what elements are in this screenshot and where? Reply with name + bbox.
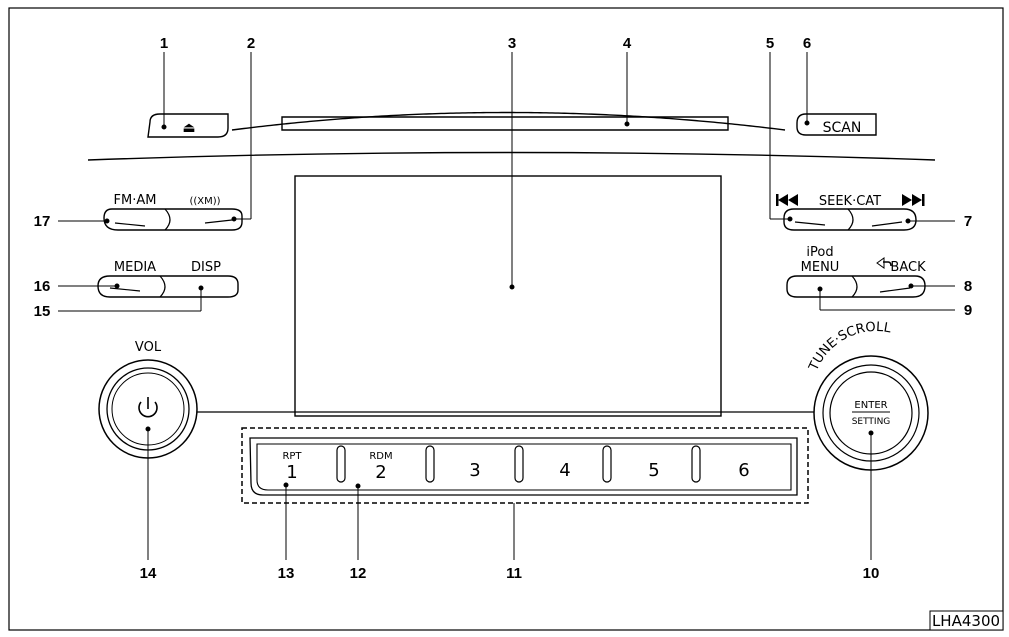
callout-11: 11: [506, 565, 522, 582]
callout-10: 10: [863, 565, 880, 582]
seek-cat-rocker[interactable]: [783, 208, 917, 231]
seek-cat-label: SEEK·CAT: [819, 194, 881, 209]
preset-number: 2: [375, 462, 386, 483]
callout-8: 8: [964, 278, 972, 295]
callout-5: 5: [766, 35, 774, 52]
rocker-divider: [851, 275, 858, 298]
preset-number: 5: [648, 460, 659, 481]
callout-13: 13: [278, 565, 295, 582]
seek-back-icon: [788, 194, 798, 206]
seek-forward-icon: [902, 194, 912, 206]
rocker-groove: [114, 222, 146, 227]
bezel-lower-line: [87, 151, 936, 161]
scan-button[interactable]: [796, 113, 877, 136]
menu-label: MENU: [801, 260, 840, 275]
back-arrow-icon: [883, 261, 892, 267]
figure-frame: [8, 7, 1004, 631]
seek-forward-icon: [912, 194, 922, 206]
callout-2: 2: [247, 35, 255, 52]
seek-back-icon: [778, 194, 788, 206]
preset-panel-outline: [241, 427, 809, 504]
cd-slot[interactable]: [281, 116, 729, 131]
preset-number: 3: [469, 460, 480, 481]
seek-back-icon: [776, 194, 779, 206]
fm-am-xm-rocker[interactable]: [103, 208, 243, 231]
preset-strip: [249, 437, 798, 496]
setting-label: SETTING: [852, 417, 891, 427]
preset-number: 1: [286, 462, 297, 483]
figure-code: LHA4300: [932, 612, 1000, 630]
back-label: BACK: [890, 260, 926, 275]
power-icon: [138, 401, 158, 418]
rocker-groove: [871, 221, 903, 227]
rocker-groove: [794, 221, 826, 226]
scan-label: SCAN: [823, 120, 862, 136]
media-disp-rocker[interactable]: [97, 275, 239, 298]
bezel-top-line: [231, 111, 786, 131]
preset-strip-inner: [256, 443, 792, 491]
callout-6: 6: [803, 35, 811, 52]
leader-lines: [58, 52, 955, 560]
eject-icon: ⏏: [182, 120, 195, 136]
callout-16: 16: [34, 278, 51, 295]
callout-15: 15: [34, 303, 51, 320]
callout-12: 12: [350, 565, 367, 582]
xm-label: ((XM)): [189, 196, 220, 207]
media-label: MEDIA: [114, 260, 156, 275]
callout-17: 17: [34, 213, 51, 230]
callout-7: 7: [964, 213, 972, 230]
preset-sub-label: RDM: [369, 451, 392, 462]
preset-number: 6: [738, 460, 749, 481]
figure-code-box: [929, 610, 1004, 631]
rocker-divider: [159, 275, 166, 298]
disp-label: DISP: [191, 260, 221, 275]
callout-1: 1: [160, 35, 168, 52]
callout-14: 14: [140, 565, 157, 582]
seek-forward-icon: [922, 194, 925, 206]
rocker-groove: [109, 287, 141, 292]
menu-back-rocker[interactable]: [786, 275, 926, 298]
callout-3: 3: [508, 35, 516, 52]
ipod-label: iPod: [806, 245, 833, 260]
preset-sub-label: RPT: [282, 451, 302, 462]
callout-4: 4: [623, 35, 632, 52]
vol-label: VOL: [135, 340, 162, 355]
eject-button[interactable]: [147, 113, 229, 138]
back-arrow-icon: [876, 257, 885, 269]
fm-am-label: FM·AM: [114, 193, 157, 208]
rocker-divider: [847, 208, 854, 231]
callout-9: 9: [964, 302, 972, 319]
preset-dividers: [336, 445, 701, 483]
preset-number: 4: [559, 460, 570, 481]
display-screen[interactable]: [294, 175, 722, 417]
rocker-divider: [164, 208, 171, 231]
rocker-groove: [204, 219, 233, 224]
enter-label: ENTER: [854, 400, 887, 411]
rocker-groove: [879, 287, 911, 293]
